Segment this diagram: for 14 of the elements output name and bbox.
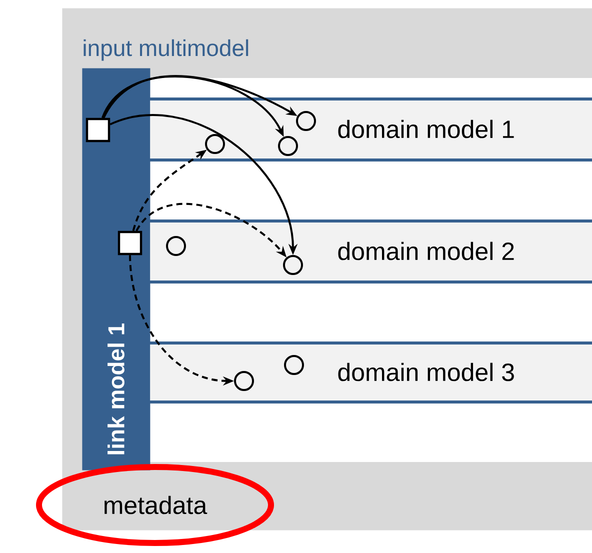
domain-model-band: domain model 3 xyxy=(150,342,592,404)
panel-title: input multimodel xyxy=(84,39,248,61)
element-circle xyxy=(278,136,298,156)
element-circle xyxy=(166,236,186,256)
element-circle xyxy=(234,371,254,391)
link-model-bar: link model 1 xyxy=(82,68,150,470)
link-square xyxy=(86,118,110,142)
domain-model-band: domain model 1 xyxy=(150,98,592,162)
link-square xyxy=(118,230,142,256)
element-circle xyxy=(205,134,225,154)
element-circle xyxy=(296,111,316,131)
domain-model-band: domain model 2 xyxy=(150,220,592,284)
element-circle xyxy=(283,255,303,275)
element-circle xyxy=(284,355,304,375)
